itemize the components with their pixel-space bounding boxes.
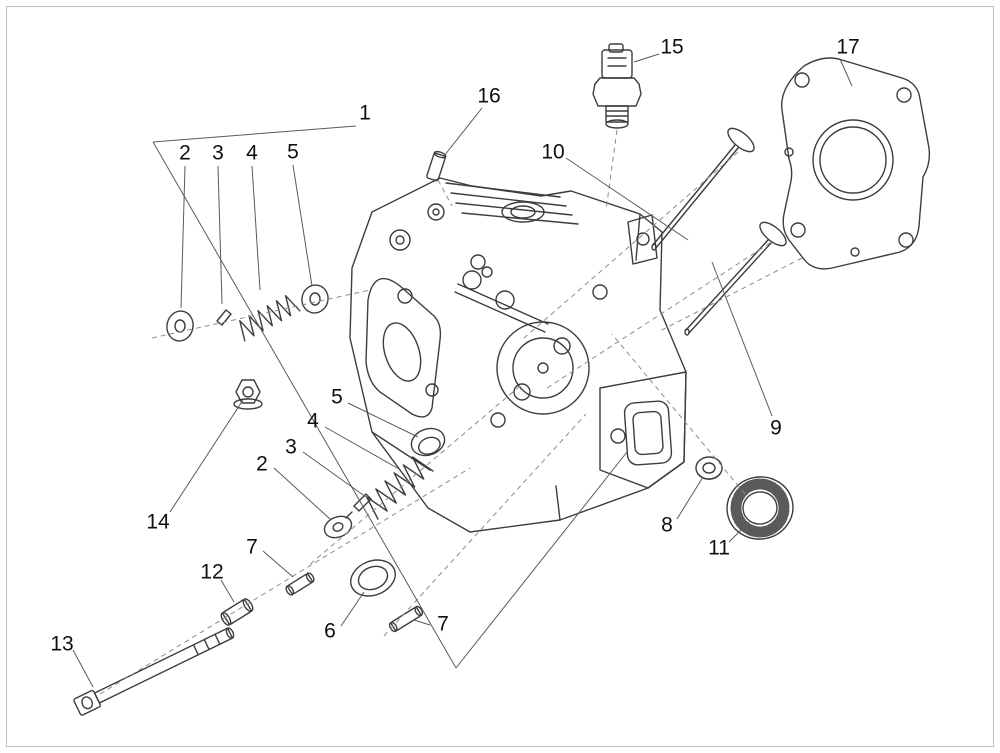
leader-line <box>180 165 186 309</box>
callout-4: 4 <box>307 409 319 433</box>
axis-line <box>605 129 618 211</box>
leader-line <box>251 165 261 291</box>
leader-line <box>72 649 94 688</box>
callout-1: 1 <box>359 101 371 125</box>
leader-line <box>565 157 689 241</box>
exhaust-valve <box>684 221 787 336</box>
callout-14: 14 <box>146 510 170 534</box>
callout-11: 11 <box>708 536 730 560</box>
callout-16: 16 <box>477 84 501 108</box>
callout-5: 5 <box>331 385 343 409</box>
leader-line <box>262 550 294 578</box>
axis-line <box>307 385 521 567</box>
leader-line <box>292 164 313 287</box>
valve-cotter-lower <box>353 493 372 512</box>
leader-layer <box>72 53 853 695</box>
valve-spring-lower <box>366 456 434 520</box>
callout-2: 2 <box>256 452 268 476</box>
leader-line <box>347 402 419 438</box>
axis-line <box>151 289 371 339</box>
axis-line <box>523 151 739 339</box>
axis-line <box>99 467 471 695</box>
leader-line <box>676 476 704 520</box>
callout-10: 10 <box>541 140 565 164</box>
cylinder-head <box>349 177 687 533</box>
head-gasket <box>780 57 931 270</box>
leader-line <box>324 426 400 470</box>
valve-guide <box>695 456 723 480</box>
valve-spring-upper <box>239 295 301 342</box>
leader-line <box>152 141 457 669</box>
flange-nut <box>233 379 263 410</box>
callout-6: 6 <box>324 619 336 643</box>
callout-13: 13 <box>50 632 74 656</box>
callout-12: 12 <box>200 560 224 584</box>
leader-line <box>302 451 367 498</box>
leader-line <box>220 579 235 603</box>
leader-line <box>839 58 853 87</box>
callout-15: 15 <box>660 35 684 59</box>
valve-cotter-upper <box>216 309 232 326</box>
leader-line <box>413 619 431 626</box>
callout-3: 3 <box>212 141 224 165</box>
leader-line <box>711 261 773 417</box>
needle-bearing <box>726 476 794 540</box>
dowel-pin-right <box>388 605 424 633</box>
dowel-pin-left <box>285 572 315 596</box>
valve-seat-ring <box>350 559 396 597</box>
leader-line <box>169 399 244 513</box>
callout-9: 9 <box>770 416 782 440</box>
leader-line <box>340 591 365 627</box>
tappet-cap-lower <box>410 427 446 457</box>
spacer-bush <box>220 598 254 626</box>
axis-line <box>611 333 746 495</box>
callout-3: 3 <box>285 435 297 459</box>
callout-5: 5 <box>287 140 299 164</box>
leader-line <box>273 467 331 520</box>
intake-valve <box>651 127 755 251</box>
callout-7: 7 <box>246 535 258 559</box>
temperature-sensor <box>592 43 642 129</box>
spring-retainer-lower <box>323 515 353 539</box>
leader-line <box>633 53 660 63</box>
callout-17: 17 <box>836 35 860 59</box>
callout-2: 2 <box>179 141 191 165</box>
leader-line <box>443 107 483 157</box>
valve-spring-set-lower <box>323 427 446 539</box>
valve-spring-set-upper <box>166 284 329 342</box>
spring-washer-upper <box>166 310 194 342</box>
callout-4: 4 <box>246 141 258 165</box>
leader-line <box>152 125 357 143</box>
spring-retainer-upper <box>301 284 329 314</box>
axis-line <box>437 179 453 207</box>
stud <box>426 150 447 182</box>
callout-7: 7 <box>437 612 449 636</box>
socket-head-bolt <box>73 627 235 716</box>
leader-line <box>217 165 223 305</box>
leader-line <box>455 451 628 669</box>
callout-8: 8 <box>661 513 673 537</box>
leader-line <box>728 521 750 543</box>
